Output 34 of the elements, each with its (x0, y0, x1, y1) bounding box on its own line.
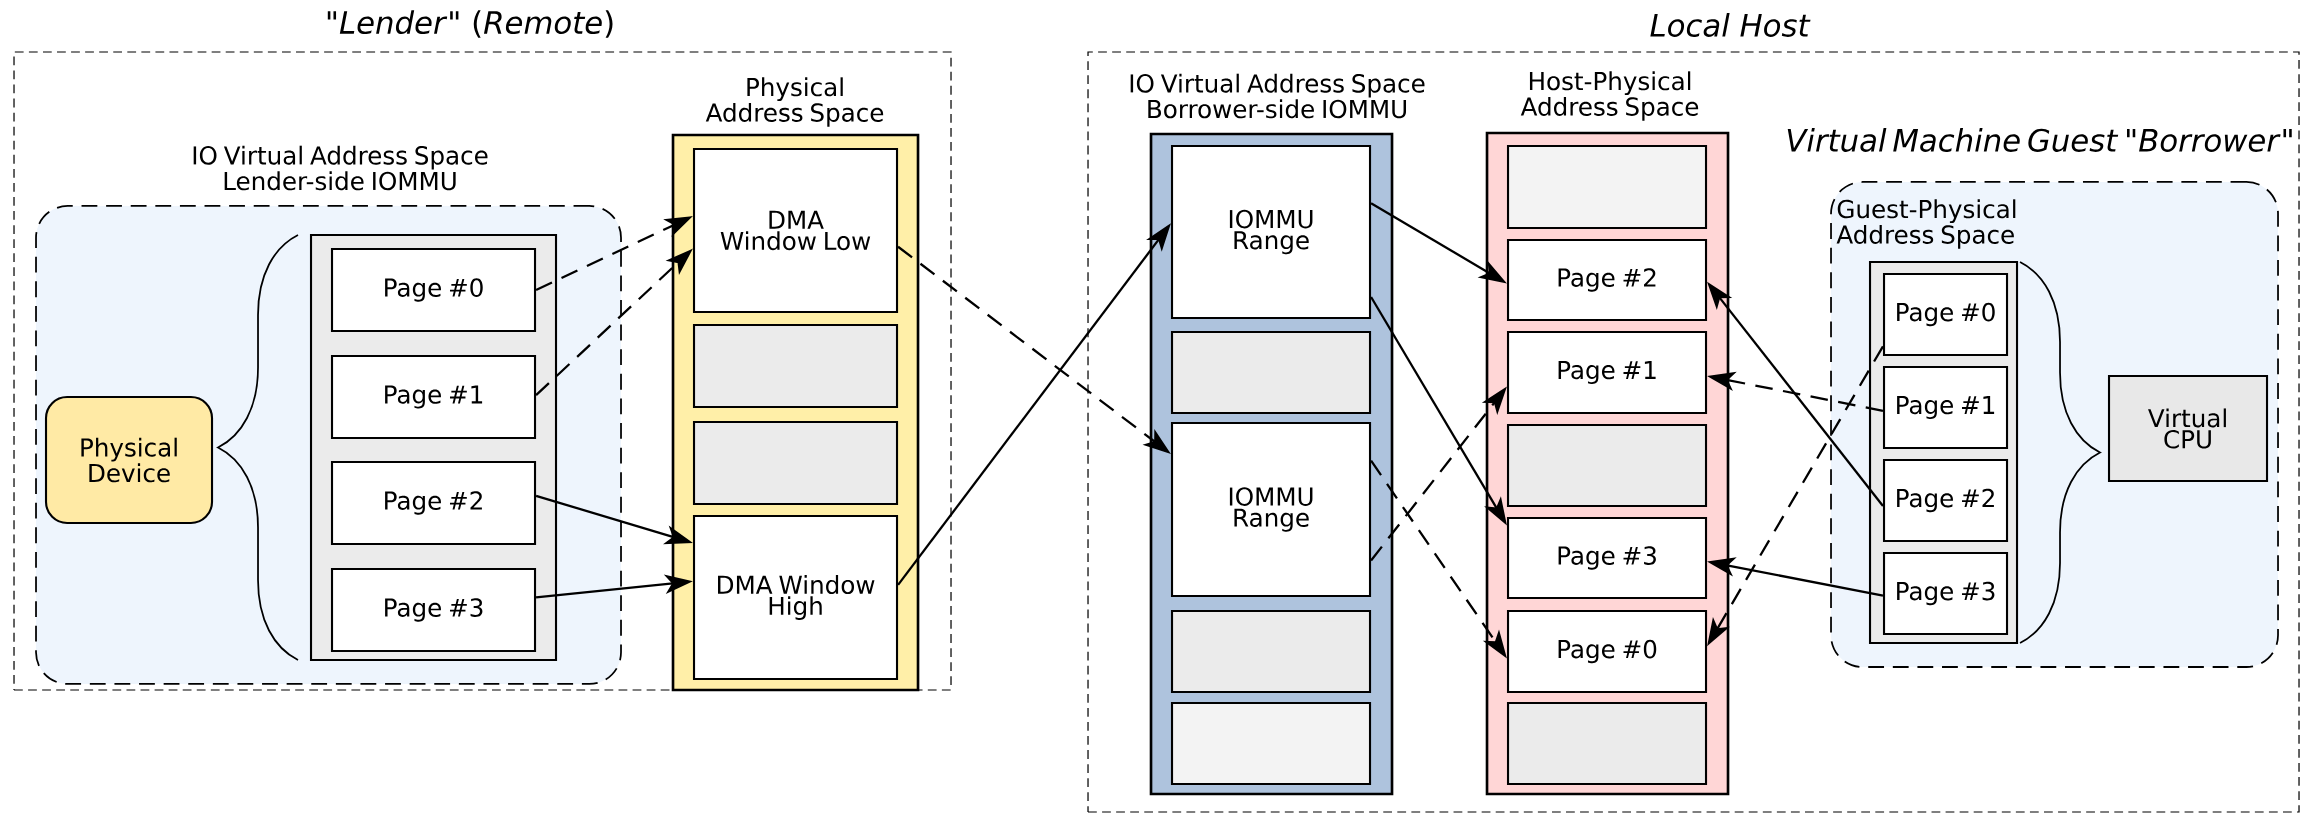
heading: Virtual Machine Guest "Borrower" (1787, 128, 2292, 152)
heading: Local Host (1650, 13, 1811, 37)
empty-page-box (1506, 701, 1708, 786)
page-box: Page #2 (1506, 238, 1708, 322)
page-box: Page #1 (330, 354, 537, 440)
empty-page-box (1506, 423, 1708, 508)
empty-page-box (1170, 609, 1372, 694)
device-box: Physical Device (44, 395, 214, 525)
page-box: Page #0 (1506, 609, 1708, 694)
empty-page-box (1506, 144, 1708, 230)
page-box: Page #3 (1506, 516, 1708, 600)
page-box: Page #2 (330, 460, 537, 546)
heading: IO Virtual Address Space Lender-side IOMMU (193, 145, 488, 191)
page-box: DMA Window Low (692, 147, 899, 314)
heading: "Lender" (Remote) (327, 10, 613, 38)
page-box: Page #0 (330, 247, 537, 333)
heading: Physical Address Space (705, 77, 884, 127)
page-box: IOMMU Range (1170, 421, 1372, 598)
page-box: Page #3 (330, 567, 537, 653)
page-box: Page #1 (1506, 330, 1708, 415)
page-box: Page #3 (1882, 551, 2009, 636)
page-box: Page #1 (1882, 365, 2009, 450)
empty-page-box (692, 323, 899, 409)
page-box: IOMMU Range (1170, 144, 1372, 320)
heading: Guest-Physical Address Space (1836, 199, 2016, 249)
page-box: Page #0 (1882, 272, 2009, 357)
empty-page-box (692, 420, 899, 506)
page-box: Page #2 (1882, 458, 2009, 543)
empty-page-box (1170, 330, 1372, 415)
heading: IO Virtual Address Space Borrower-side IOMMU (1130, 73, 1425, 119)
page-box: DMA Window High (692, 514, 899, 681)
cpu-box: Virtual CPU (2107, 374, 2269, 483)
heading: Host-Physical Address Space (1520, 71, 1699, 121)
empty-page-box (1170, 701, 1372, 786)
